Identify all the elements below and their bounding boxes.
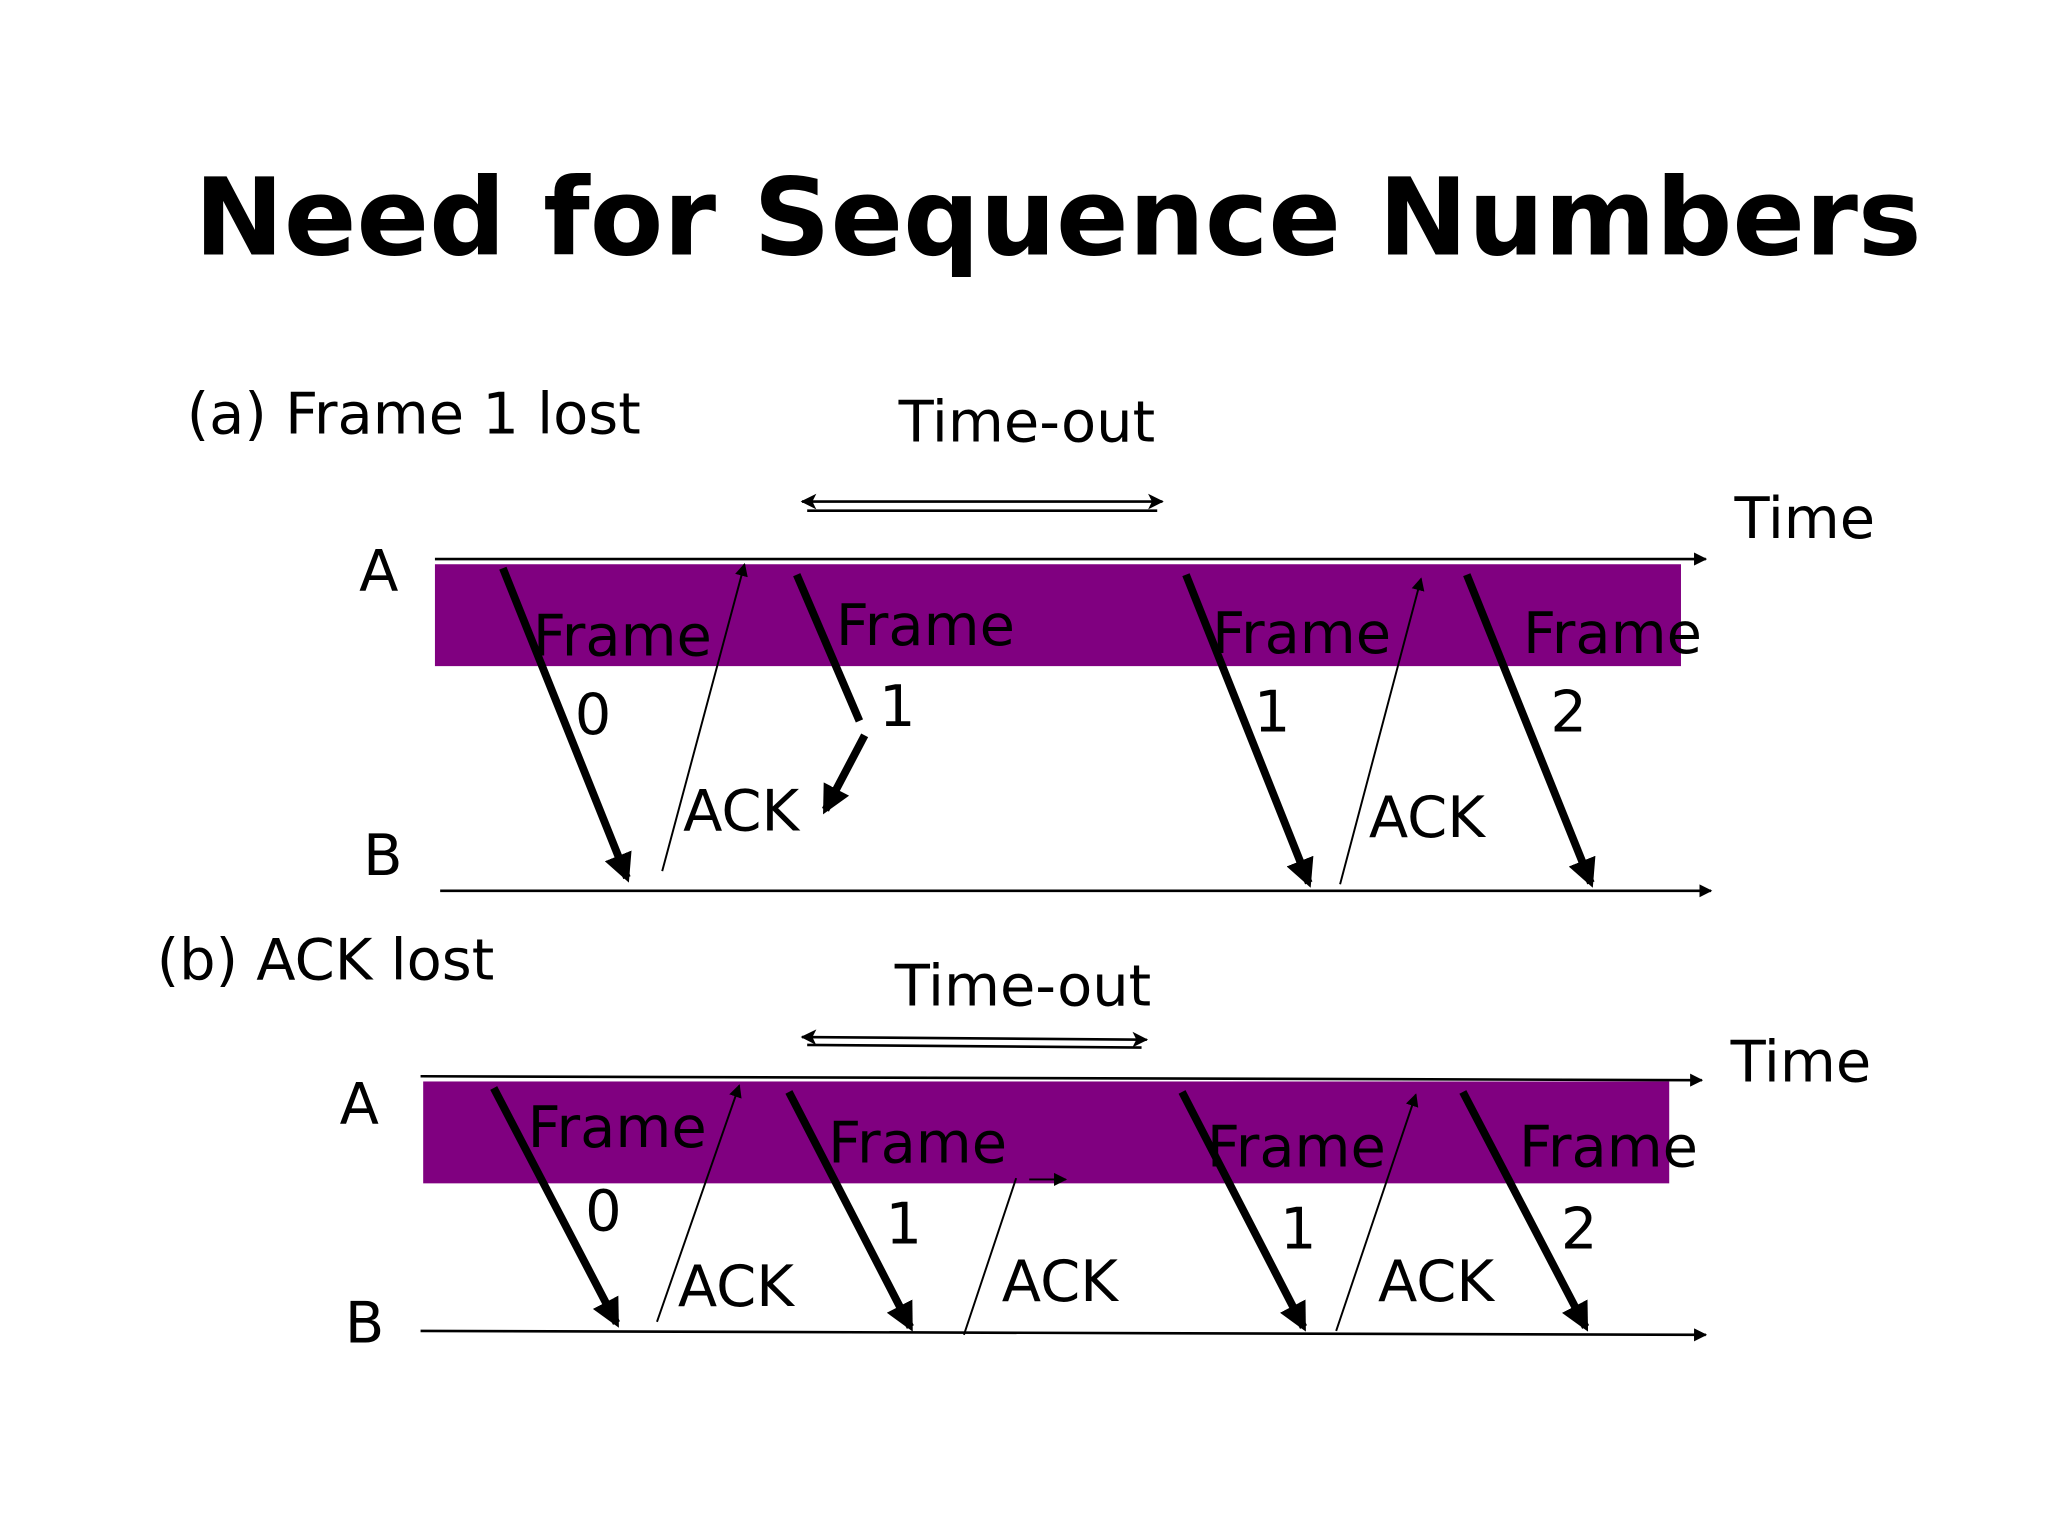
ack-arrow [1339,577,1425,885]
timeout-double-arrow [800,1029,1149,1049]
frame-label: Frame [1519,1113,1698,1180]
panel-b-sender-label: A [340,1070,379,1137]
panel-b-receiver-label: B [345,1290,384,1357]
ack-label: ACK [678,1253,795,1320]
panel-a-time-label: Time [1734,485,1876,552]
frame-label: Frame [1207,1113,1386,1180]
ack-arrow-lost [962,1177,1018,1336]
highlight-band [423,1081,1670,1184]
panel-a-sender-label: A [359,537,398,604]
timeout-double-arrow [800,493,1164,512]
frame-arrow [499,566,632,883]
frame-number: 0 [575,681,612,748]
frame-number: 1 [879,673,916,740]
frame-arrow-lost [793,573,864,723]
frame-label: Frame [528,1094,707,1161]
frame-arrow [1178,1090,1307,1332]
panel-b-caption: (b) ACK lost [157,927,494,994]
frame-arrow [1182,573,1314,888]
frame-label: Frame [1523,600,1702,667]
frame-number: 1 [886,1190,923,1257]
panel-a-timeout-label: Time-out [898,388,1156,455]
frame-number: 2 [1561,1196,1598,1263]
ack-label: ACK [1002,1248,1119,1315]
panel-a-caption: (a) Frame 1 lost [187,381,641,448]
panel-b: (b) ACK lost Time-out Time A B Frame 0 F… [157,927,1871,1357]
frame-label: Frame [828,1109,1007,1176]
panel-a-receiver-label: B [363,822,402,889]
frame-arrow [1463,573,1596,888]
panel-b-time-label: Time [1730,1028,1872,1095]
frame-label: Frame [1212,600,1391,667]
slide-title: Need for Sequence Numbers [194,157,1921,281]
ack-arrow [656,1084,742,1323]
timeline-a [420,1073,1704,1087]
frame-number: 0 [585,1177,622,1244]
frame-arrow [490,1086,620,1328]
ack-label: ACK [1369,784,1486,851]
frame-label: Frame [836,592,1015,659]
ack-arrow [661,562,748,872]
ack-label: ACK [683,778,800,845]
frame-number: 2 [1550,678,1587,745]
lost-frame-arrow-tail [822,733,869,815]
timeline-b [420,1328,1708,1342]
frame-arrow [1459,1090,1590,1332]
frame-arrow [785,1090,914,1332]
frame-number: 1 [1280,1196,1317,1263]
frame-number: 1 [1254,678,1291,745]
ack-arrow [1335,1093,1419,1332]
ack-label: ACK [1378,1248,1495,1315]
panel-b-timeout-label: Time-out [894,953,1152,1020]
frame-label: Frame [533,603,712,670]
panel-a: (a) Frame 1 lost Time-out Time A B Frame… [187,381,1876,898]
